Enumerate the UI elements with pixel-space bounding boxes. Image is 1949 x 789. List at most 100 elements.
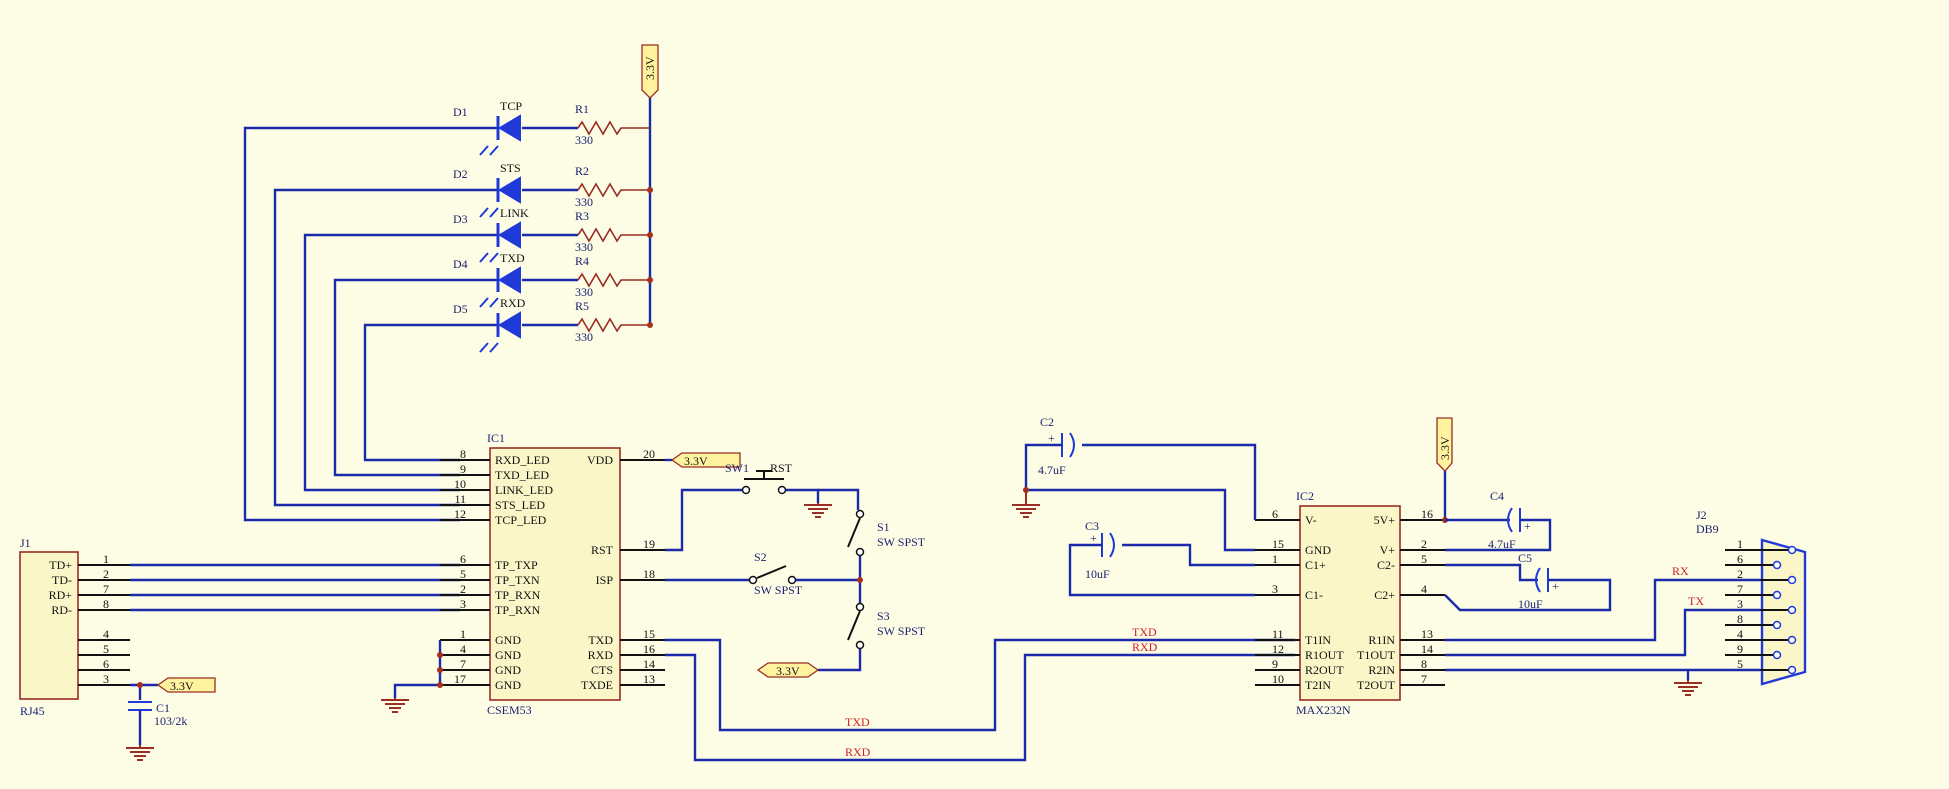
s1-contact-top	[855, 509, 865, 519]
c2-ref: C2	[1040, 415, 1054, 429]
s1-contact-bottom	[855, 547, 865, 557]
j1-pin-number: 5	[103, 642, 109, 656]
ic2-pin-number: 3	[1272, 582, 1278, 596]
j2-pin-number: 6	[1737, 552, 1743, 566]
ic1-pin-name: GND	[495, 678, 521, 692]
s1-blade	[847, 517, 861, 548]
resistor-ref: R1	[575, 102, 589, 116]
switch-section: SW1 RST S1 SW SPST S2 SW SPST S3 SW SPST…	[665, 461, 926, 678]
c2-value: 4.7uF	[1038, 463, 1066, 477]
resistor-icon	[577, 120, 650, 136]
sw1-ref: SW1	[725, 461, 749, 475]
wire-c2-vminus	[1082, 443, 1257, 520]
c3-plate-right	[1109, 532, 1115, 558]
gnd-symbol-c2	[1012, 490, 1040, 518]
wire-txd-led	[333, 278, 490, 477]
net-txd-top: TXD	[1132, 625, 1157, 639]
j2-pin-socket	[1787, 545, 1797, 555]
ic1-pin-name: RXD	[588, 648, 614, 662]
c1-value: 103/2k	[154, 714, 187, 728]
net-txd-bottom: TXD	[845, 715, 870, 729]
ic2-pin-number: 10	[1272, 672, 1284, 686]
j1-pin-name: TD+	[49, 558, 72, 572]
net-rxd-top: RXD	[1132, 640, 1158, 654]
wire-tcp-led	[243, 126, 490, 522]
s3-ref: S3	[877, 609, 890, 623]
ic1-pin-name: STS_LED	[495, 498, 545, 512]
j2-pin-number: 8	[1737, 612, 1743, 626]
led-label: TCP	[500, 99, 522, 113]
ic2-pin-name: R2IN	[1368, 663, 1395, 677]
j2-pin-number: 2	[1737, 567, 1743, 581]
ic2-pin-number: 13	[1421, 627, 1433, 641]
ic1-pin-name: TXD	[588, 633, 613, 647]
ic2-pin-number: 15	[1272, 537, 1284, 551]
j2-pin-number: 3	[1737, 597, 1743, 611]
c5-ref: C5	[1518, 551, 1532, 565]
ic2-pin-name: R1OUT	[1305, 648, 1344, 662]
junction	[647, 232, 653, 238]
j2-pin-socket	[1787, 665, 1797, 675]
ic1-pin-number: 9	[460, 462, 466, 476]
power-flag-ic2-label: 3.3V	[1438, 436, 1452, 460]
junction-gnd-3	[437, 682, 443, 688]
ic1-pin-name: VDD	[587, 453, 613, 467]
ic1-pin-number: 19	[643, 537, 655, 551]
j2-pin-number: 9	[1737, 642, 1743, 656]
gnd-symbol-j2	[1674, 680, 1702, 696]
j2-pin-socket	[1772, 620, 1782, 630]
junction-switch	[857, 577, 863, 583]
ic1-pin-number: 16	[643, 642, 655, 656]
wire-ic1-txd	[665, 638, 1295, 732]
c3-plus: +	[1090, 531, 1097, 545]
wire-rst	[665, 488, 743, 552]
resistor-ref: R5	[575, 299, 589, 313]
wire-c5-c2plus	[1444, 578, 1612, 612]
c4-ref: C4	[1490, 489, 1504, 503]
junction-j1	[137, 682, 143, 688]
ic1-pin-name: TP_TXN	[495, 573, 540, 587]
junction	[647, 187, 653, 193]
ic1-pin-name: GND	[495, 663, 521, 677]
power-flag-j1-label: 3.3V	[170, 679, 194, 693]
ic2-pin-name: R2OUT	[1305, 663, 1344, 677]
wire-ic2-gnd	[1026, 488, 1255, 552]
ic2-pin-number: 6	[1272, 507, 1278, 521]
power-flag-s3	[756, 662, 820, 678]
ic2-pin-name: T2OUT	[1357, 678, 1396, 692]
ic1-pin-number: 11	[454, 492, 466, 506]
j2-shell	[1760, 538, 1807, 686]
gnd-symbol-c1	[126, 745, 154, 761]
ic2-pin-number: 16	[1421, 507, 1433, 521]
c5-plus: +	[1552, 579, 1559, 593]
ic2-pin-name: T1OUT	[1357, 648, 1396, 662]
resistor-value: 330	[575, 133, 593, 147]
j1-pin-number: 2	[103, 567, 109, 581]
power-flag-ic2	[1436, 417, 1453, 472]
junction	[647, 322, 653, 328]
ic2-pin-number: 11	[1272, 627, 1284, 641]
j1-body	[19, 551, 79, 700]
resistor-value: 330	[575, 240, 593, 254]
resistor-value: 330	[575, 195, 593, 209]
j1-pin-number: 7	[103, 582, 109, 596]
led-ref: D2	[453, 167, 468, 181]
net-tx: TX	[1688, 594, 1704, 608]
led-ref: D4	[453, 257, 468, 271]
ic1-pin-name: TXD_LED	[495, 468, 549, 482]
power-flag-top	[641, 44, 659, 99]
ic2-pin-number: 7	[1421, 672, 1427, 686]
s2-contact-right	[787, 575, 797, 585]
ic2-pin-number: 4	[1421, 582, 1427, 596]
ic1-pin-name: TP_TXP	[495, 558, 538, 572]
ic2-pin-name: T2IN	[1305, 678, 1331, 692]
led-light-arrow-icon	[479, 297, 499, 308]
j2-pin-socket	[1787, 605, 1797, 615]
j2-pin-number: 4	[1737, 627, 1743, 641]
